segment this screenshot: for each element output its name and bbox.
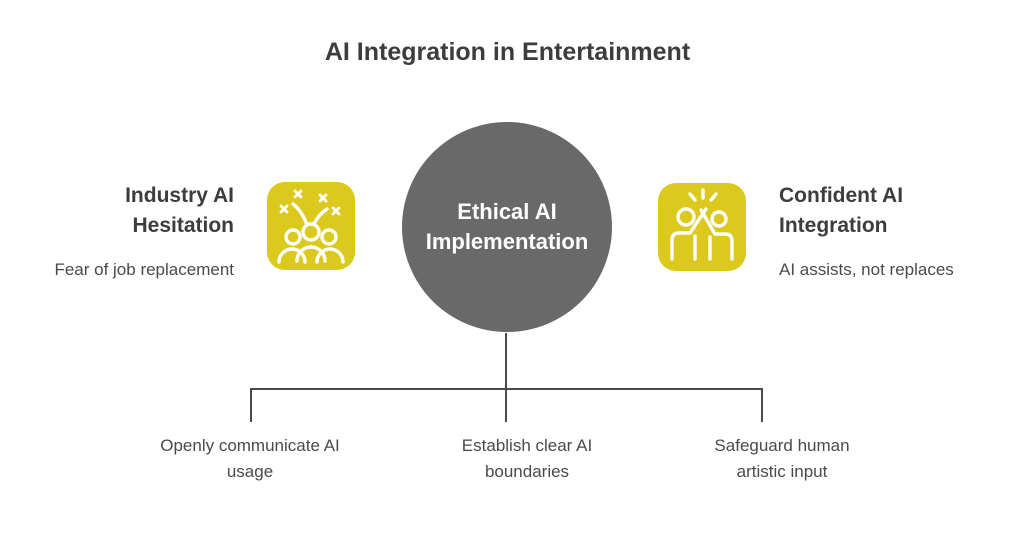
right-node-subtext: AI assists, not replaces [779, 260, 954, 279]
right-node: Confident AI Integration AI assists, not… [779, 181, 989, 282]
page-title: AI Integration in Entertainment [324, 38, 691, 66]
right-node-heading: Confident AI Integration [779, 184, 904, 237]
connector-horizontal [250, 388, 763, 390]
branch-label-2: Establish clear AI boundaries [461, 436, 593, 481]
connector-vertical-left [250, 388, 252, 422]
branch-label-1: Openly communicate AI usage [160, 436, 340, 481]
branch-label-3: Safeguard human artistic input [714, 436, 850, 481]
left-node-icon-badge [267, 182, 355, 270]
left-node-heading: Industry AI Hesitation [125, 184, 234, 237]
high-five-icon [670, 188, 734, 261]
connector-vertical-center [505, 333, 507, 422]
right-node-icon-badge [658, 183, 746, 271]
center-node-label: Ethical AI Implementation [425, 199, 589, 254]
connector-vertical-right [761, 388, 763, 422]
center-node-circle: Ethical AI Implementation [402, 122, 612, 332]
crowd-scatter-icon [277, 189, 345, 264]
left-node: Industry AI Hesitation Fear of job repla… [24, 181, 234, 282]
left-node-subtext: Fear of job replacement [54, 260, 234, 279]
